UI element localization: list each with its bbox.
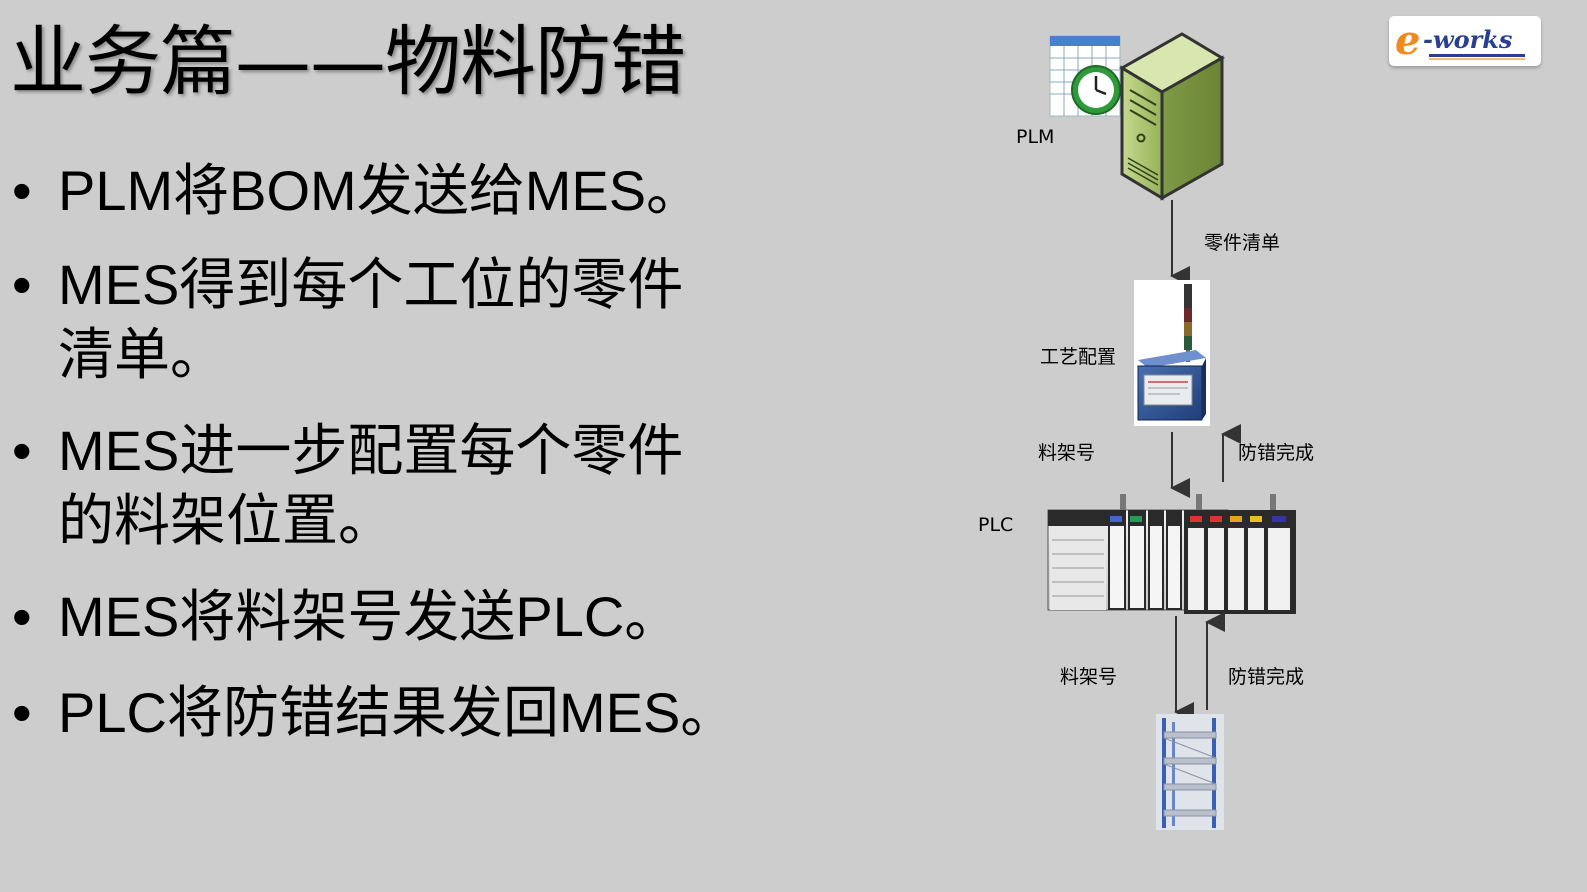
svg-text:e: e bbox=[1395, 17, 1420, 64]
bullet-dot: • bbox=[12, 681, 32, 744]
svg-text:-works: -works bbox=[1423, 25, 1513, 54]
bullet-item: •PLC将防错结果发回MES。 bbox=[12, 678, 772, 748]
plc-rack-icon bbox=[1047, 494, 1296, 614]
arrow3-label: 料架号 bbox=[1060, 666, 1118, 688]
bullet-list: •PLM将BOM发送给MES。 •MES得到每个工位的零件清单。 •MES进一步… bbox=[12, 156, 772, 774]
config-label: 工艺配置 bbox=[1040, 346, 1117, 368]
slide-title: 业务篇——物料防错 bbox=[10, 17, 686, 106]
eworks-logo: e -works bbox=[1389, 16, 1541, 66]
bullet-item: •PLM将BOM发送给MES。 bbox=[12, 156, 772, 226]
bullet-item: •MES将料架号发送PLC。 bbox=[12, 582, 772, 652]
bullet-dot: • bbox=[12, 419, 32, 482]
arrow2-label: 料架号 bbox=[1038, 442, 1096, 464]
schedule-clock-icon bbox=[1049, 35, 1121, 117]
material-shelf-icon bbox=[1156, 714, 1224, 830]
arrow1-label: 零件清单 bbox=[1204, 232, 1281, 254]
bullet-item: •MES得到每个工位的零件清单。 bbox=[12, 250, 738, 390]
bullet-dot: • bbox=[12, 253, 32, 316]
arrow2-back-label: 防错完成 bbox=[1238, 442, 1315, 464]
material-error-proofing-diagram: PLM 零件清单 工艺配置 料架号 防错完成 PLC 料架号 防错完成 bbox=[960, 20, 1380, 850]
plc-label: PLC bbox=[978, 514, 1014, 536]
bullet-dot: • bbox=[12, 159, 32, 222]
arrow3-back-label: 防错完成 bbox=[1228, 666, 1305, 688]
bullet-item: •MES进一步配置每个零件的料架位置。 bbox=[12, 416, 738, 556]
bullet-dot: • bbox=[12, 585, 32, 648]
plm-label: PLM bbox=[1016, 126, 1055, 148]
plm-server-icon bbox=[1119, 32, 1225, 201]
process-config-device-icon bbox=[1134, 280, 1210, 426]
